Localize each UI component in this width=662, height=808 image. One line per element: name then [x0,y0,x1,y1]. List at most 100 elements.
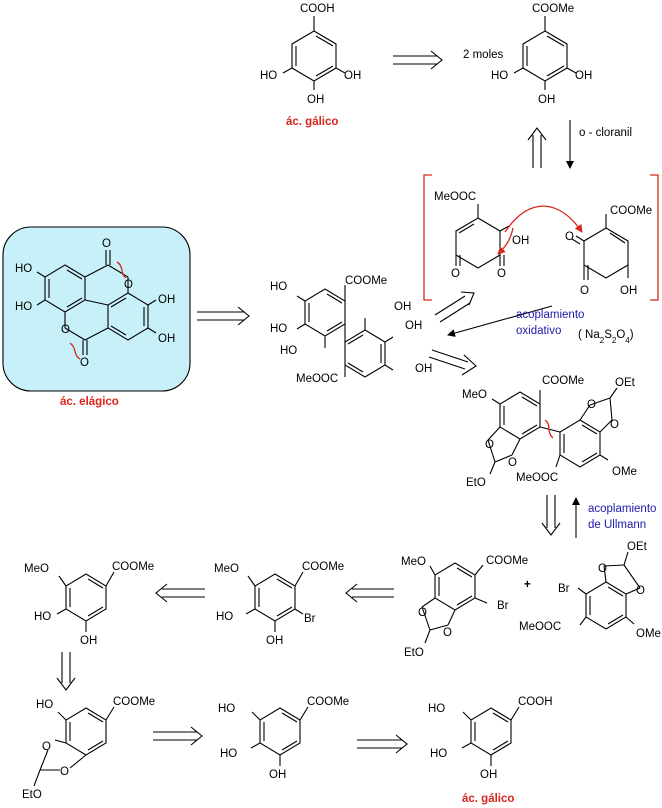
two-moles-label: 2 moles [463,49,504,61]
oxidative-coupling-label-2: oxidativo [516,325,561,337]
cooh-group: COOH [300,3,335,15]
ho-group: HO [280,345,297,357]
oh-group: OH [620,285,637,297]
meooc-group: MeOOC [516,472,558,484]
oxo-group: O [497,268,506,280]
meo-group: MeO [214,563,239,575]
oxo-group: O [80,357,89,369]
coome-group: COOMe [307,696,349,708]
ring-oxygen: O [418,607,427,619]
coome-group: COOMe [610,205,652,217]
retro-arrow [393,50,443,70]
oxo-group: O [565,231,574,243]
oh-group: OH [512,235,529,247]
oxo-group: O [102,238,111,250]
gallic-acid-top: COOH HO OH OH ác. gálico [260,3,361,128]
eto-group: EtO [404,647,424,659]
coome-group: COOMe [542,375,584,387]
coome-group: COOMe [486,555,528,567]
ullmann-label-2: de Ullmann [588,519,646,531]
oh-group: OH [80,635,97,647]
ring-oxygen: O [598,563,607,575]
oh-group: OH [269,769,286,781]
retro-arrow [197,306,250,326]
ho-group: HO [36,699,53,711]
ring-oxygen: O [508,457,517,469]
bromide-fragment-left: COOMe MeO Br O O EtO [401,555,528,659]
oh-group: OH [538,94,555,106]
eto-group: EtO [466,477,486,489]
retro-arrow-diag-down [428,349,477,376]
retro-arrow-down [541,495,561,536]
coome-group: COOMe [302,561,344,573]
plus-sign: + [524,579,531,591]
ho-group: HO [216,611,233,623]
orthoester-methyl-ester: COOMe HO O O EtO [22,696,155,801]
oxo-group: O [451,268,460,280]
oh-group: OH [158,333,175,345]
ho-group: HO [218,703,235,715]
ho-group: HO [220,748,237,760]
ho-group: HO [15,301,32,313]
ho-group: HO [270,323,287,335]
retro-arrow-left [155,583,205,603]
br-atom: Br [497,600,509,612]
ome-group: OMe [612,466,637,478]
ho-group: HO [260,70,277,82]
gallic-acid-label: ác. gálico [462,793,514,805]
ellagic-acid: O O O O HO HO OH OH ác. elágico [2,226,191,408]
radical-intermediates: MeOOC OH O O COOMe O O OH [423,174,659,301]
meooc-group: MeOOC [434,191,476,203]
ring-oxygen: O [485,439,494,451]
gallic-acid-bottom: COOH HO HO OH ác. gálico [428,696,553,805]
eto-group: EtO [22,789,42,801]
oh-group: OH [158,294,175,306]
ring-oxygen: O [61,324,70,336]
oh-group: OH [344,70,361,82]
br-atom: Br [304,613,316,625]
meo-group: MeO [24,563,49,575]
ring-oxygen: O [587,399,596,411]
coome-group: COOMe [112,561,154,573]
gallic-acid-label: ác. gálico [286,116,338,128]
meooc-group: MeOOC [296,373,338,385]
bromo-methyl-ester: COOMe MeO Br HO OH [214,561,344,647]
cooh-group: COOH [518,696,553,708]
ring-oxygen: O [124,279,133,291]
oet-group: OEt [615,377,636,389]
oxo-group: O [580,285,589,297]
retro-arrow-down [56,652,76,691]
retro-arrow-up [527,127,547,168]
oh-group: OH [307,94,324,106]
ho-group: HO [15,263,32,275]
ho-group: HO [270,281,287,293]
methyl-gallate-top: 2 moles COOMe HO OH OH [463,3,592,106]
oet-group: OEt [627,541,648,553]
meooc-group: MeOOC [519,621,561,633]
ome-group: OMe [636,628,661,640]
reaction-arrow-up: acoplamiento de Ullmann [572,497,656,538]
oh-group: OH [575,70,592,82]
oxidative-coupling-label-1: acoplamiento [516,309,584,321]
protected-biaryl: COOMe OEt MeO O O O O OMe EtO MeOOC [462,375,637,489]
reaction-arrow-down: o - cloranil [566,120,632,169]
coome-group: COOMe [532,3,574,15]
o-cloranil-label: o - cloranil [579,127,632,139]
meo-group: MeO [401,556,426,568]
ullmann-label-1: acoplamiento [588,503,656,515]
ellagic-acid-label: ác. elágico [60,396,119,408]
meo-group: MeO [462,389,487,401]
coome-group: COOMe [113,696,155,708]
ring-oxygen: O [42,741,51,753]
oh-group: OH [394,301,411,313]
coome-group: COOMe [345,275,387,287]
oh-group: OH [480,769,497,781]
oh-group: OH [266,635,283,647]
br-atom: Br [558,583,570,595]
ring-oxygen: O [443,627,452,639]
ring-oxygen: O [610,419,619,431]
retro-arrow-diag-up [434,291,475,323]
ho-group: HO [491,70,508,82]
oh-group: OH [405,320,422,332]
